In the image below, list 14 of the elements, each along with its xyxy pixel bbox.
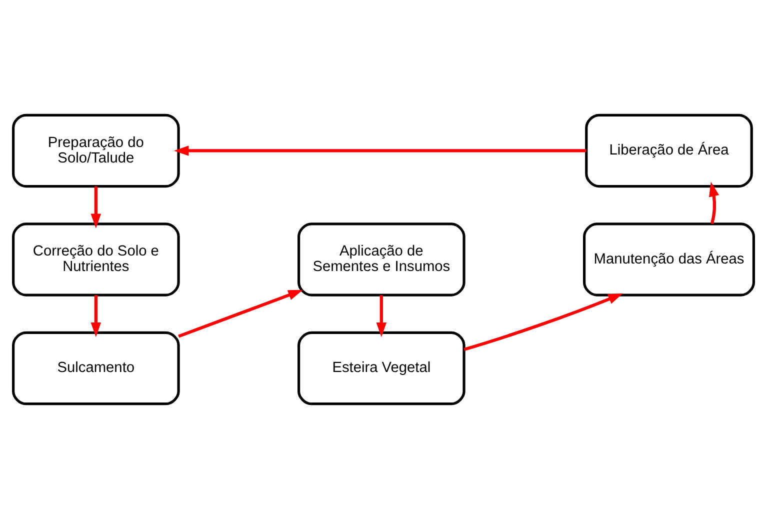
node-box: Aplicação de Sementes e Insumos bbox=[297, 222, 466, 296]
node-box: Sulcamento bbox=[12, 331, 180, 406]
node-box: Esteira Vegetal bbox=[297, 331, 466, 406]
arrow bbox=[708, 182, 720, 224]
node-box: Liberação de Área bbox=[585, 114, 753, 188]
arrow bbox=[90, 186, 102, 228]
arrow bbox=[90, 295, 102, 338]
node-box: Preparação do Solo/Talude bbox=[12, 114, 180, 188]
arrow bbox=[376, 295, 387, 338]
arrow bbox=[178, 290, 303, 338]
arrow bbox=[464, 293, 623, 351]
node-box: Correção do Solo e Nutrientes bbox=[12, 222, 180, 296]
arrow bbox=[174, 146, 586, 156]
node-box: Manutenção das Áreas bbox=[582, 222, 756, 296]
